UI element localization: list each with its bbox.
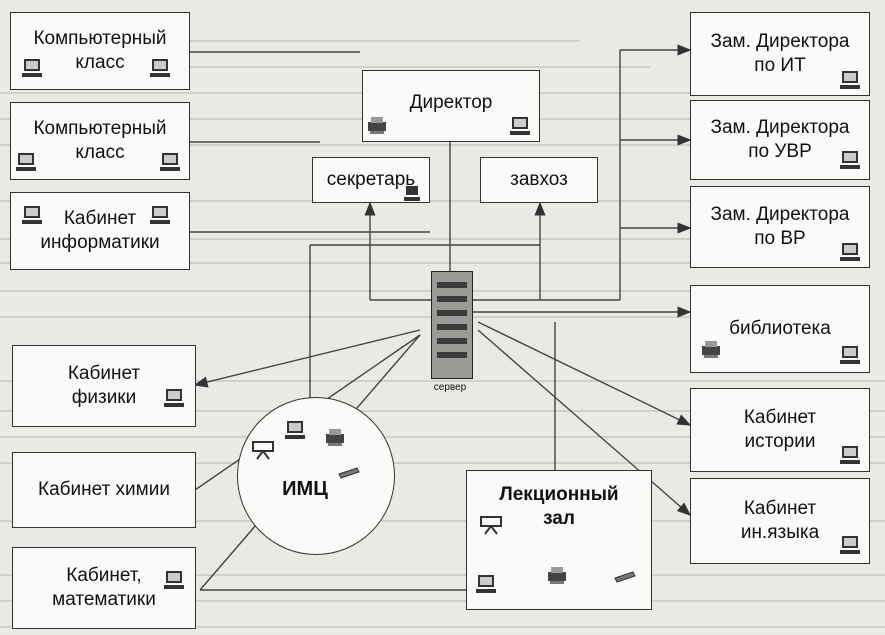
- server-label: сервер: [433, 382, 467, 393]
- server-rack-icon[interactable]: [431, 271, 473, 379]
- computer-icon: [150, 59, 170, 77]
- node-label: Компьютерный класс: [33, 118, 167, 163]
- computer-icon: [160, 153, 180, 171]
- node-history-room[interactable]: Кабинет истории: [690, 388, 870, 472]
- printer-icon: [326, 429, 344, 446]
- node-label: завхоз: [510, 169, 568, 190]
- node-label: библиотека: [729, 318, 831, 339]
- node-label: Директор: [409, 92, 493, 113]
- node-label: Кабинет истории: [743, 407, 817, 452]
- node-label: Кабинет химии: [38, 479, 170, 500]
- node-label: секретарь: [326, 169, 416, 190]
- computer-icon: [164, 389, 184, 407]
- computer-icon: [840, 346, 860, 364]
- computer-icon: [840, 243, 860, 261]
- computer-icon: [840, 71, 860, 89]
- node-label: Лекционный зал: [499, 484, 619, 529]
- node-computer-class-1[interactable]: Компьютерный класс: [10, 12, 190, 90]
- node-deputy-vr[interactable]: Зам. Директора по ВР: [690, 186, 870, 268]
- node-lecture-hall[interactable]: Лекционный зал: [466, 470, 652, 610]
- projector-screen-icon: [252, 441, 274, 460]
- node-library[interactable]: библиотека: [690, 285, 870, 373]
- node-label: Компьютерный класс: [33, 28, 167, 73]
- printer-icon: [548, 567, 566, 584]
- computer-icon: [476, 575, 496, 593]
- node-label: Зам. Директора по УВР: [710, 117, 850, 162]
- node-chemistry-room[interactable]: Кабинет химии: [12, 452, 196, 528]
- computer-icon: [22, 206, 42, 224]
- wire-history: [477, 321, 692, 426]
- computer-icon: [404, 186, 420, 201]
- computer-icon: [150, 206, 170, 224]
- scanner-icon: [338, 467, 360, 479]
- computer-icon: [285, 421, 305, 439]
- computer-icon: [164, 571, 184, 589]
- node-imc[interactable]: [237, 397, 395, 555]
- node-physics-room[interactable]: Кабинет физики: [12, 345, 196, 427]
- node-label: Кабинет ин.языка: [740, 498, 820, 543]
- computer-icon: [840, 536, 860, 554]
- node-label: Зам. Директора по ИТ: [710, 31, 850, 76]
- imc-label: ИМЦ: [282, 478, 328, 500]
- wire-physics: [193, 329, 421, 388]
- printer-icon: [368, 117, 386, 134]
- computer-icon: [16, 153, 36, 171]
- printer-icon: [702, 341, 720, 358]
- node-label: Кабинет информатики: [40, 208, 160, 253]
- computer-icon: [840, 446, 860, 464]
- computer-icon: [22, 59, 42, 77]
- projector-screen-icon: [480, 516, 502, 535]
- computer-icon: [510, 117, 530, 135]
- node-foreign-language-room[interactable]: Кабинет ин.языка: [690, 478, 870, 564]
- scanner-icon: [614, 571, 636, 583]
- node-label: Кабинет, математики: [52, 565, 156, 610]
- computer-icon: [840, 151, 860, 169]
- node-label: Кабинет физики: [67, 363, 141, 408]
- node-label: Зам. Директора по ВР: [710, 204, 850, 249]
- node-deputy-it[interactable]: Зам. Директора по ИТ: [690, 12, 870, 96]
- node-informatics-room[interactable]: Кабинет информатики: [10, 192, 190, 270]
- node-secretary[interactable]: секретарь: [312, 157, 430, 203]
- node-zavhoz[interactable]: завхоз: [480, 157, 598, 203]
- wire-foreign-lang: [477, 329, 692, 516]
- node-director[interactable]: Директор: [362, 70, 540, 142]
